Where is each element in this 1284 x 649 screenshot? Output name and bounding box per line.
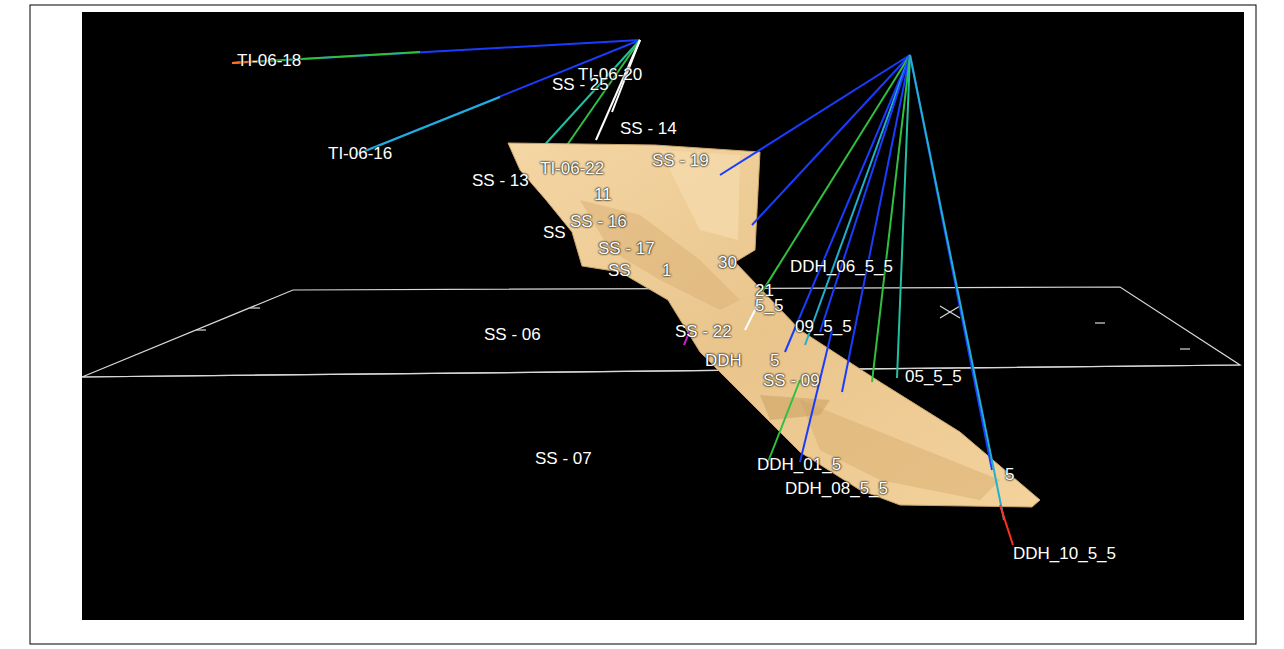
hole-label: TI-06-18 [237,52,301,70]
hole-label: DDH_01_5 [757,456,841,474]
hole-label: DDH_08_5_5 [785,480,888,498]
hole-label: 05_5_5 [905,368,962,386]
hole-label: SS - 06 [484,326,541,344]
hole-label: 11 [594,186,612,204]
hole-label: 5_5 [755,297,783,315]
drill-holes-front [684,55,1013,545]
ore-body [508,143,1040,507]
hole-label: SS - 19 [652,152,709,170]
grid-plane [82,287,1240,377]
hole-label: DDH_06_5_5 [790,258,893,276]
hole-label: SS - 09 [763,372,820,390]
hole-label: SS [543,224,566,242]
hole-label: 09_5_5 [795,318,852,336]
hole-label: SS - 07 [535,450,592,468]
hole-label: 5 [770,352,779,370]
hole-label: SS [608,262,631,280]
hole-label: 5 [1005,466,1014,484]
view-background [82,12,1244,620]
hole-label: SS - 17 [598,240,655,258]
drill-holes [232,40,640,155]
hole-label: TI-06-22 [540,160,604,178]
hole-label: DDH [705,352,742,370]
hole-label: SS - 13 [472,172,529,190]
hole-label: SS - 25 [552,76,609,94]
hole-label: SS - 14 [620,120,677,138]
hole-label: SS - 16 [570,213,627,231]
hole-label: 1 [662,262,671,280]
hole-label: 30 [718,254,737,272]
hole-label: DDH_10_5_5 [1013,545,1116,563]
hole-label: TI-06-16 [328,145,392,163]
frame [30,5,1256,644]
hole-label: SS - 22 [675,323,732,341]
